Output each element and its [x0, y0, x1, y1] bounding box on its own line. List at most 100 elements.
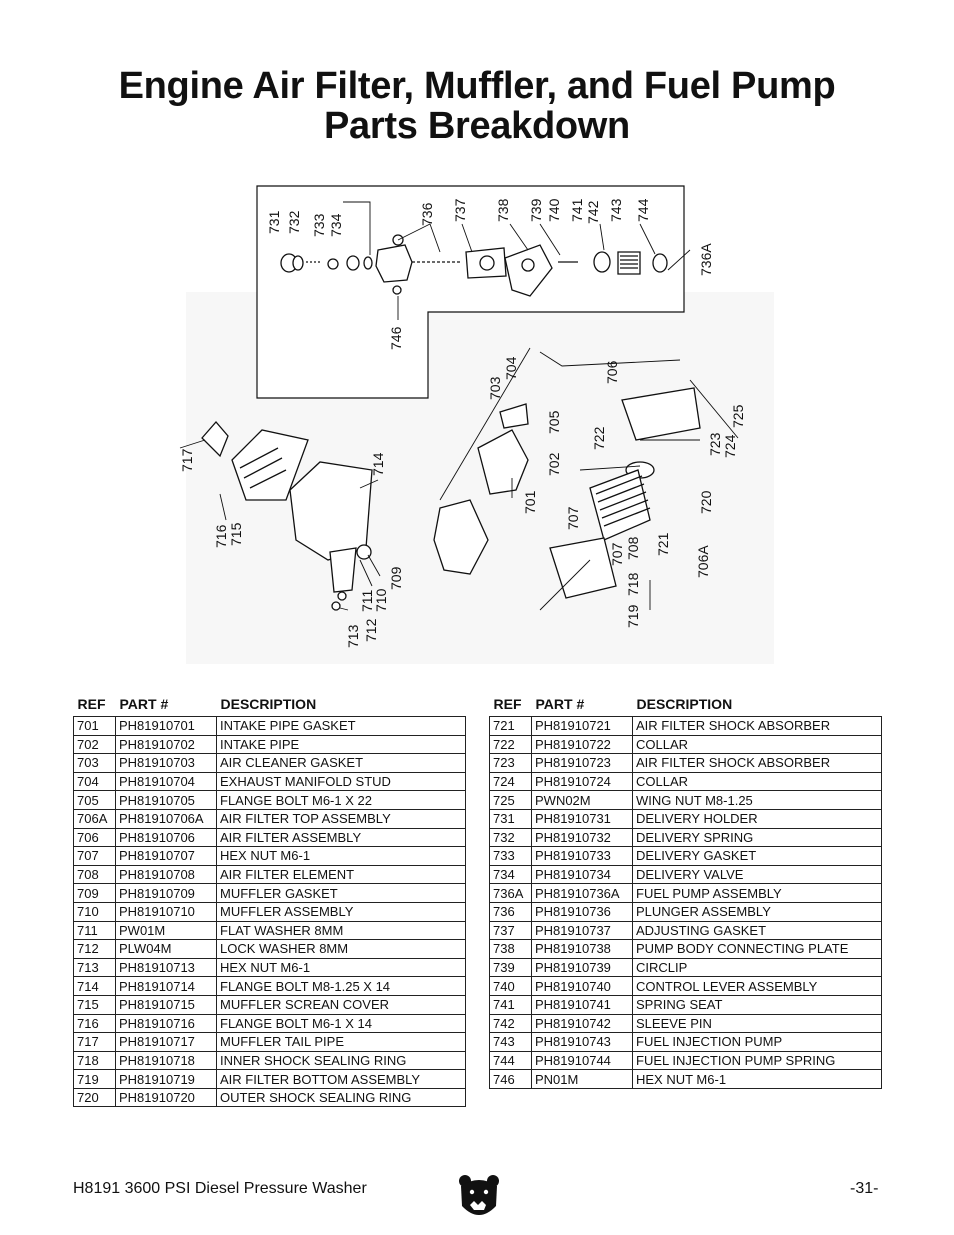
cell-description: MUFFLER GASKET [216, 883, 466, 903]
cell-ref: 710 [73, 901, 116, 922]
cell-description: HEX NUT M6-1 [216, 957, 466, 978]
header-part: PART # [535, 696, 585, 712]
cell-part-number: PH81910738 [531, 939, 633, 959]
cell-ref: 707 [73, 846, 116, 866]
cell-description: PLUNGER ASSEMBLY [632, 901, 882, 922]
callout-713: 713 [345, 624, 361, 648]
callout-708: 708 [625, 536, 641, 560]
cell-ref: 739 [489, 957, 532, 978]
callout-734: 734 [328, 213, 344, 237]
callout-739: 739 [528, 198, 544, 222]
cell-part-number: PH81910707 [115, 846, 217, 866]
cell-description: AIR CLEANER GASKET [216, 753, 466, 773]
cell-ref: 720 [73, 1087, 116, 1108]
callout-707-b: 707 [609, 542, 625, 566]
cell-ref: 716 [73, 1013, 116, 1034]
fuel-pump-inset-frame [256, 185, 685, 399]
page-title: Engine Air Filter, Muffler, and Fuel Pum… [0, 66, 954, 146]
cell-part-number: PH81910742 [531, 1013, 633, 1034]
cell-description: AIR FILTER SHOCK ABSORBER [632, 753, 882, 773]
cell-ref: 738 [489, 939, 532, 959]
callout-732: 732 [286, 210, 302, 234]
cell-part-number: PH81910716 [115, 1013, 217, 1034]
cell-description: FUEL INJECTION PUMP SPRING [632, 1050, 882, 1071]
table-header-row: REF PART # DESCRIPTION [74, 696, 466, 717]
cell-part-number: PH81910736A [531, 883, 633, 903]
cell-ref: 733 [489, 846, 532, 866]
filter-top-shape [621, 387, 701, 441]
header-ref: REF [77, 696, 106, 712]
cell-ref: 705 [73, 790, 116, 810]
cell-part-number: PH81910719 [115, 1069, 217, 1089]
callout-738: 738 [495, 198, 511, 222]
cell-description: INTAKE PIPE [216, 734, 466, 755]
title-line-1: Engine Air Filter, Muffler, and Fuel Pum… [118, 65, 836, 107]
cell-ref: 746 [489, 1069, 532, 1089]
cell-description: HEX NUT M6-1 [216, 846, 466, 866]
cell-description: AIR FILTER BOTTOM ASSEMBLY [216, 1069, 466, 1089]
grizzly-bear-logo-icon [456, 1172, 502, 1224]
main-leader-lines [179, 347, 739, 611]
cell-description: DELIVERY VALVE [632, 864, 882, 885]
cell-ref: 724 [489, 771, 532, 792]
cell-ref: 741 [489, 994, 532, 1015]
callout-721: 721 [655, 532, 671, 556]
cell-part-number: PH81910718 [115, 1050, 217, 1071]
cell-description: MUFFLER TAIL PIPE [216, 1032, 466, 1052]
cell-description: CIRCLIP [632, 957, 882, 978]
callout-740: 740 [546, 198, 562, 222]
cell-ref: 711 [73, 920, 116, 941]
cell-part-number: PH81910732 [531, 827, 633, 848]
cell-description: AIR FILTER ELEMENT [216, 864, 466, 885]
cell-description: HEX NUT M6-1 [632, 1069, 882, 1089]
cell-ref: 744 [489, 1050, 532, 1071]
cell-part-number: PH81910708 [115, 864, 217, 885]
cell-ref: 736A [489, 883, 532, 903]
cell-ref: 708 [73, 864, 116, 885]
cell-description: INNER SHOCK SEALING RING [216, 1050, 466, 1071]
intake-body-shape [433, 499, 489, 575]
cell-ref: 736 [489, 901, 532, 922]
callout-701: 701 [522, 490, 538, 514]
cell-part-number: PH81910741 [531, 994, 633, 1015]
cell-part-number: PH81910739 [531, 957, 633, 978]
cell-ref: 740 [489, 976, 532, 996]
cell-ref: 732 [489, 827, 532, 848]
page-number: -31- [850, 1180, 879, 1197]
callout-731: 731 [266, 210, 282, 234]
parts-diagram: 731 732 733 734 736 737 738 739 740 741 … [179, 185, 746, 648]
cell-ref: 709 [73, 883, 116, 903]
cell-ref: 714 [73, 976, 116, 996]
cell-part-number: PH81910714 [115, 976, 217, 996]
cell-description: PUMP BODY CONNECTING PLATE [632, 939, 882, 959]
callout-736A-top: 736A [698, 243, 714, 276]
cell-part-number: PH81910740 [531, 976, 633, 996]
cell-ref: 734 [489, 864, 532, 885]
cell-description: SLEEVE PIN [632, 1013, 882, 1034]
cell-ref: 715 [73, 994, 116, 1015]
intake-pipe-shape [477, 429, 529, 495]
cell-description: DELIVERY GASKET [632, 846, 882, 866]
